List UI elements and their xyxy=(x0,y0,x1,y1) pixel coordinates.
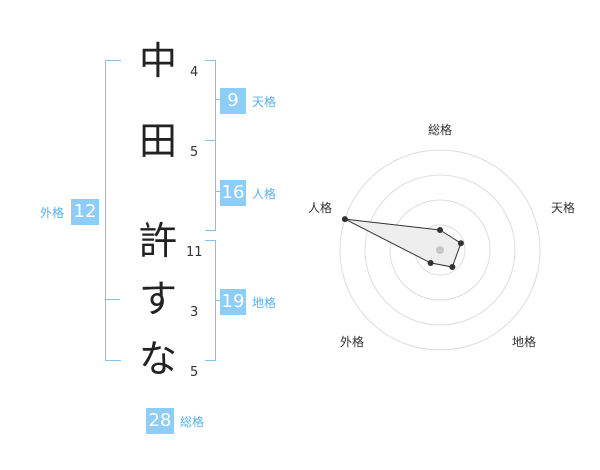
stroke-count-2: 5 xyxy=(190,145,199,160)
radar-axis-label-tenkaku: 天格 xyxy=(551,200,575,215)
gaikaku-bracket-split xyxy=(105,299,120,300)
jinkaku-label: 人格 xyxy=(252,187,277,201)
stroke-count-5: 5 xyxy=(190,365,199,380)
tenkaku-label: 天格 xyxy=(252,95,277,109)
radar-chart: 総格 天格 地格 外格 人格 xyxy=(308,122,575,351)
radar-point xyxy=(437,227,443,233)
gaikaku-bracket xyxy=(105,60,121,361)
chikaku-value: 19 xyxy=(220,289,246,315)
radar-axis-label-gaikaku: 外格 xyxy=(340,334,364,349)
bracket-connector xyxy=(216,99,220,100)
radar-center-dot xyxy=(436,246,444,254)
name-char-5: な xyxy=(138,337,177,381)
radar-ring xyxy=(339,149,541,351)
radar-point xyxy=(449,263,456,270)
tenkaku-bracket xyxy=(205,60,216,141)
soukaku-label: 総格 xyxy=(180,415,205,429)
chikaku-label: 地格 xyxy=(252,296,277,310)
bracket-connector xyxy=(216,191,220,192)
gaikaku-label: 外格 xyxy=(40,206,65,220)
radar-point xyxy=(457,240,464,247)
soukaku-value: 28 xyxy=(146,408,174,434)
gaikaku-value: 12 xyxy=(71,199,99,225)
name-char-1: 中 xyxy=(138,39,177,83)
radar-axis-label-chikaku: 地格 xyxy=(512,334,536,349)
stroke-count-4: 3 xyxy=(190,305,199,320)
name-char-2: 田 xyxy=(138,119,177,163)
radar-points xyxy=(341,216,464,270)
jinkaku-value: 16 xyxy=(220,180,246,206)
radar-rings xyxy=(339,149,541,351)
name-char-3: 許 xyxy=(138,219,177,263)
radar-shape xyxy=(344,218,462,268)
name-char-4: す xyxy=(138,277,177,321)
chikaku-bracket xyxy=(205,240,216,361)
tenkaku-value: 9 xyxy=(220,88,246,114)
radar-axis-label-soukaku: 総格 xyxy=(428,122,452,137)
jinkaku-bracket xyxy=(205,140,216,231)
stroke-count-1: 4 xyxy=(190,65,199,80)
bracket-connector xyxy=(216,300,220,301)
stroke-count-3: 11 xyxy=(186,245,203,260)
radar-point xyxy=(341,216,348,223)
radar-axis-label-jinkaku: 人格 xyxy=(308,200,332,215)
radar-point xyxy=(427,259,434,266)
radar-ring xyxy=(364,174,516,326)
radar-ring xyxy=(389,199,491,301)
